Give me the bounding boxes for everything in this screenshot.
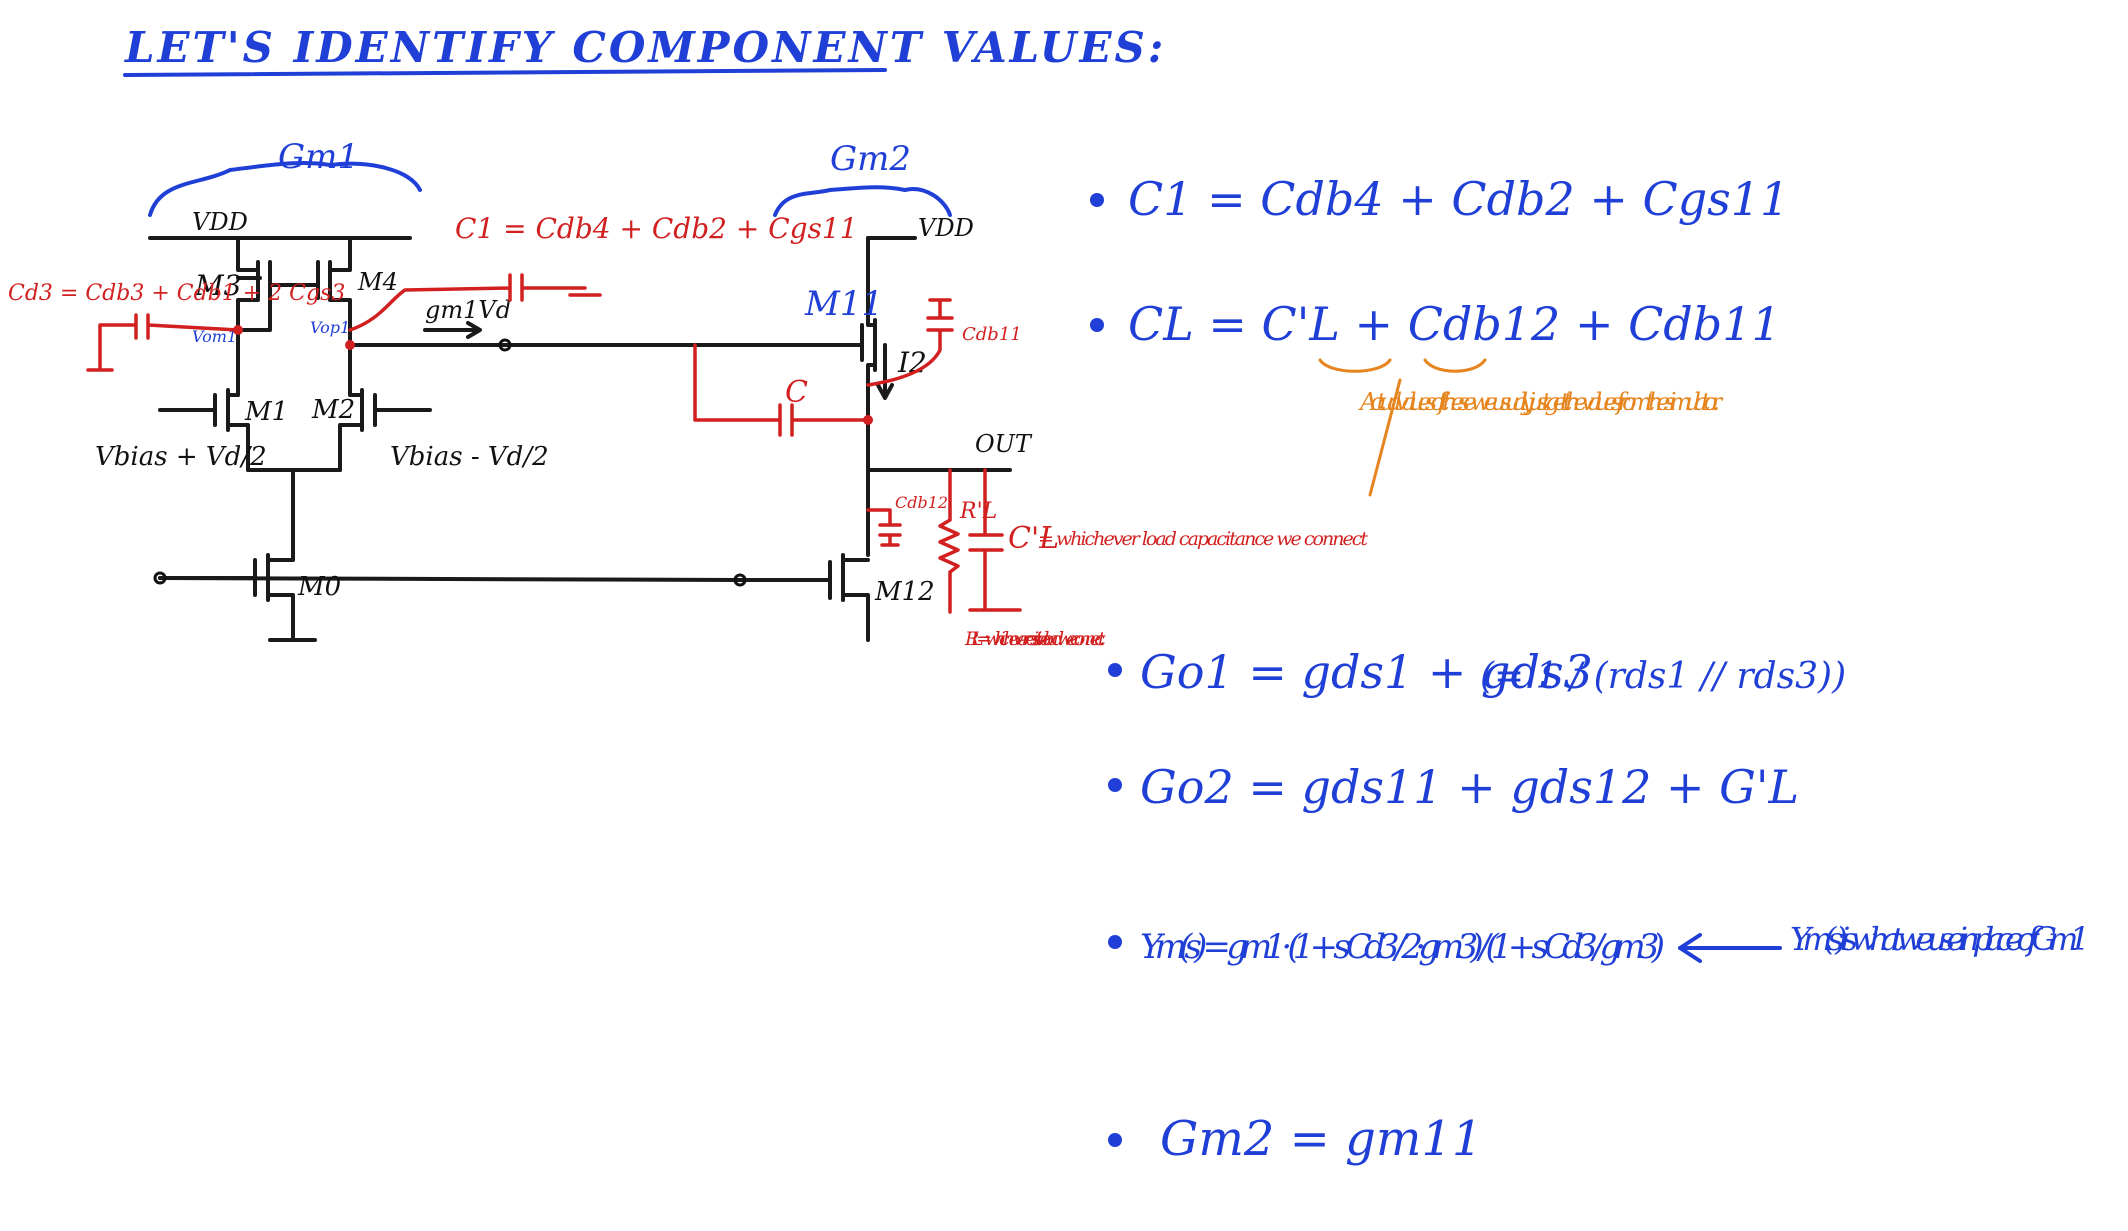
c1-note: C1 = Cdb4 + Cdb2 + Cgs11 bbox=[455, 212, 858, 245]
miller-c-label: C bbox=[785, 375, 808, 410]
eq-go2: Go2 = gds11 + gds12 + G'L bbox=[1140, 760, 1799, 814]
cdb11-label: Cdb11 bbox=[962, 324, 1022, 345]
vdd-right-label: VDD bbox=[918, 214, 974, 242]
m2-label: M2 bbox=[311, 395, 355, 425]
note-ym: Ym(s) is what we use in place of Gm1 bbox=[1790, 920, 2090, 958]
m11-label: M11 bbox=[804, 284, 883, 324]
m0-label: M0 bbox=[297, 572, 341, 602]
vbias-minus-label: Vbias - Vd/2 bbox=[390, 442, 549, 472]
m4-label: M4 bbox=[357, 268, 398, 296]
m3-label: M3 bbox=[194, 269, 241, 302]
red-annotations bbox=[86, 273, 1022, 614]
eq-cl: CL = C'L + Cdb12 + Cdb11 bbox=[1128, 297, 1781, 351]
cl-label: C'L bbox=[1008, 521, 1059, 556]
out-label: OUT bbox=[975, 430, 1033, 458]
rl-label: R'L bbox=[959, 499, 997, 524]
vdd-left-label: VDD bbox=[192, 208, 248, 236]
gm2-brace bbox=[773, 185, 952, 217]
rl-note: R'L = whichever resistive load we connec… bbox=[964, 628, 1106, 650]
vop1-label: Vop1 bbox=[310, 318, 350, 337]
equations bbox=[1090, 193, 1782, 1147]
title-underline bbox=[123, 68, 887, 77]
gm1vd-label: gm1Vd bbox=[425, 296, 511, 324]
eq-gm2: Gm2 = gm11 bbox=[1160, 1111, 1482, 1167]
gm1-label: Gm1 bbox=[278, 137, 359, 177]
eq-ym: Ym(s) = gm1 · (1 + s Cd3 / 2·gm3) / (1 +… bbox=[1140, 927, 1665, 967]
page-title: LET'S IDENTIFY COMPONENT VALUES: bbox=[124, 23, 1166, 72]
gm2-label: Gm2 bbox=[830, 139, 911, 179]
circuit-diagram bbox=[148, 236, 1012, 642]
m12-label: M12 bbox=[874, 577, 935, 607]
von1-label: Vom1 bbox=[192, 327, 237, 346]
eq-go1-alt: (= 1 / (rds1 // rds3)) bbox=[1480, 656, 1846, 697]
m1-label: M1 bbox=[244, 397, 288, 427]
cl-note: = whichever load capacitance we connect bbox=[1038, 528, 1368, 550]
cdb12-label: Cdb12 bbox=[895, 493, 948, 512]
cd3-note: Cd3 = Cdb3 + Cdb1 + 2 Cgs3 bbox=[8, 281, 345, 306]
note-actual-values: Actual values of these we usually just g… bbox=[1358, 388, 1724, 416]
eq-go1: Go1 = gds1 + gds3 bbox=[1140, 645, 1593, 699]
vbias-plus-label: Vbias + Vd/2 bbox=[95, 442, 267, 472]
gm1-brace bbox=[148, 160, 422, 217]
eq-c1: C1 = Cdb4 + Cdb2 + Cgs11 bbox=[1128, 172, 1789, 226]
